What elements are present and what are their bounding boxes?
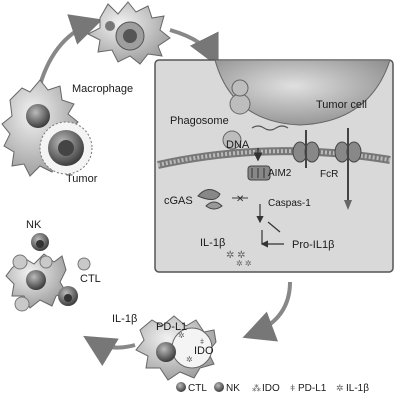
cgas-label: cGAS: [164, 195, 193, 207]
cycle-arrow-top-right: [169, 28, 219, 68]
tumor-label: Tumor: [66, 173, 98, 185]
cycle-arrow-right: [242, 281, 292, 342]
pro-il1b-label: Pro-IL1β: [292, 239, 334, 251]
legend-ido: IDO: [262, 383, 280, 394]
nk-label: NK: [26, 219, 42, 231]
ctl-cell-icon: [58, 286, 78, 306]
cycle-arrow-bottom: [83, 335, 136, 367]
legend-ctl: CTL: [188, 383, 207, 394]
caspase-label: Caspas-1: [268, 198, 311, 209]
svg-text:✲ ✲: ✲ ✲: [226, 250, 246, 261]
macrophage-tumor-icon: [1, 79, 93, 177]
cycle-arrow-top-left: [38, 14, 103, 86]
il1b-bottom-label: IL-1β: [112, 313, 137, 325]
ido-icon: ⁂: [252, 383, 261, 393]
cgas-icon: ✕: [197, 189, 248, 210]
pdl1-ido-markers: ✲ ✲ ǂ: [178, 331, 204, 364]
ctl-label: CTL: [80, 273, 101, 285]
aim2-complex-icon: [247, 165, 271, 181]
legend: CTL NK ⁂ IDO ǂ PD-L1 ✲ IL-1β: [176, 382, 369, 394]
pdl1-icon: ǂ: [290, 383, 295, 393]
dna-strand: [251, 125, 289, 131]
svg-text:✕: ✕: [236, 194, 244, 205]
legend-il1b: IL-1β: [346, 383, 369, 394]
svg-text:✲: ✲: [178, 331, 185, 340]
tumor-cell-label: Tumor cell: [316, 99, 367, 111]
il1b-icon: ✲ ✲ ✲ ✲: [226, 250, 252, 268]
macrophage-label: Macrophage: [72, 83, 133, 95]
phagosome-label: Phagosome: [170, 115, 229, 127]
il1b-label: IL-1β: [200, 237, 225, 249]
nk-cell-icon: [31, 233, 49, 251]
dna-label: DNA: [226, 139, 250, 151]
aim2-label: AIM2: [268, 168, 292, 179]
il1b-legend-icon: ✲: [336, 383, 344, 393]
bottom-macrophage-icon: [135, 315, 217, 381]
pdl1-label: PD-L1: [156, 321, 187, 333]
ido-label: IDO: [194, 345, 214, 357]
svg-text:✲: ✲: [186, 355, 193, 364]
mechanism-panel: ✕ ✲ ✲ ✲ ✲: [154, 59, 394, 273]
fcr-receptor-icon: [292, 128, 362, 210]
legend-nk: NK: [226, 383, 240, 394]
fcr-label: FcR: [320, 169, 338, 180]
svg-text:ǂ: ǂ: [200, 339, 204, 346]
macrophage-icon: [86, 1, 171, 65]
svg-text:✲ ✲: ✲ ✲: [236, 259, 252, 268]
legend-pdl1: PD-L1: [298, 383, 327, 394]
